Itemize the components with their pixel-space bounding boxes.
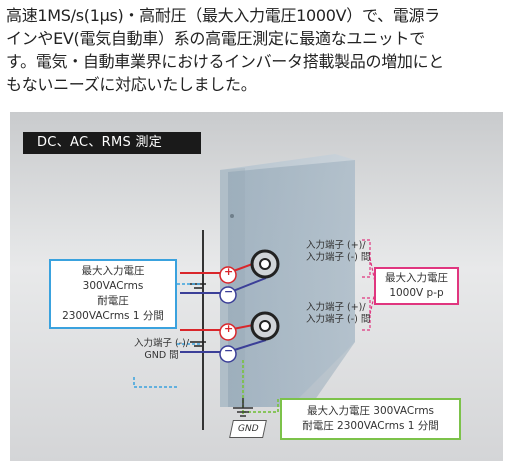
minus-symbol-bottom: − [224,344,234,357]
terminal-label-line: 入力端子 (+)/ [306,240,366,251]
intro-line: もないニーズに対応いたしました。 [6,75,257,94]
gnd-plate: GND [229,420,267,438]
spec-line: 耐電圧 2300VACrms 1 分間 [302,420,439,432]
differential-spec-box: 最大入力電圧 1000V p-p [374,267,459,305]
blue-dashed-leads [177,283,200,345]
terminal-label-line: 入力端子 (-) 間 [306,314,371,325]
spec-line: 最大入力電圧 [81,265,145,277]
intro-line: 高速1MS/s(1μs)・高耐圧（最大入力電圧1000V）で、電源ラ [6,6,440,25]
top-connector [180,249,280,304]
gnd-side-label: 入力端子 (-)/ GND 間 [134,338,189,362]
intro-line: インやEV(電気自動車）系の高電圧測定に最適なユニットで [6,29,425,48]
spec-line: 最大入力電圧 300VACrms [306,405,435,417]
terminal-label-top: 入力端子 (+)/ 入力端子 (-) 間 [306,240,370,264]
measurement-mode-tag: DC、AC、RMS 測定 [23,132,201,154]
unit-front-panel [228,160,355,407]
ground-symbol [233,398,253,417]
spec-line: 2300VACrms 1 分間 [62,310,164,322]
plus-symbol-bottom: + [224,322,234,335]
input-spec-box: 最大入力電圧 300VACrms 耐電圧 2300VACrms 1 分間 [49,259,177,329]
green-dashed-path [242,360,279,413]
terminal-label-line: 入力端子 (-) 間 [306,252,371,263]
terminal-label-bottom: 入力端子 (+)/ 入力端子 (-) 間 [306,302,370,326]
spec-line: 最大入力電圧 [385,272,448,284]
minus-symbol-top: − [224,285,234,298]
terminal-label-line: 入力端子 (+)/ [306,302,366,313]
intro-line: す。電気・自動車業界におけるインバータ搭載製品の増加にと [6,52,445,71]
gnd-side-line: GND 間 [144,350,179,361]
bottom-connector [180,311,280,363]
unit-screw [230,214,234,218]
spec-line: 耐電圧 [97,295,129,307]
spec-line: 1000V p-p [389,287,444,299]
plus-symbol-top: + [224,265,234,278]
ground-spec-box: 最大入力電圧 300VACrms 耐電圧 2300VACrms 1 分間 [280,398,461,440]
gnd-side-line: 入力端子 (-)/ [134,338,190,349]
spec-line: 300VACrms [82,280,144,292]
intro-text: 高速1MS/s(1μs)・高耐圧（最大入力電圧1000V）で、電源ラ インやEV… [6,4,510,96]
